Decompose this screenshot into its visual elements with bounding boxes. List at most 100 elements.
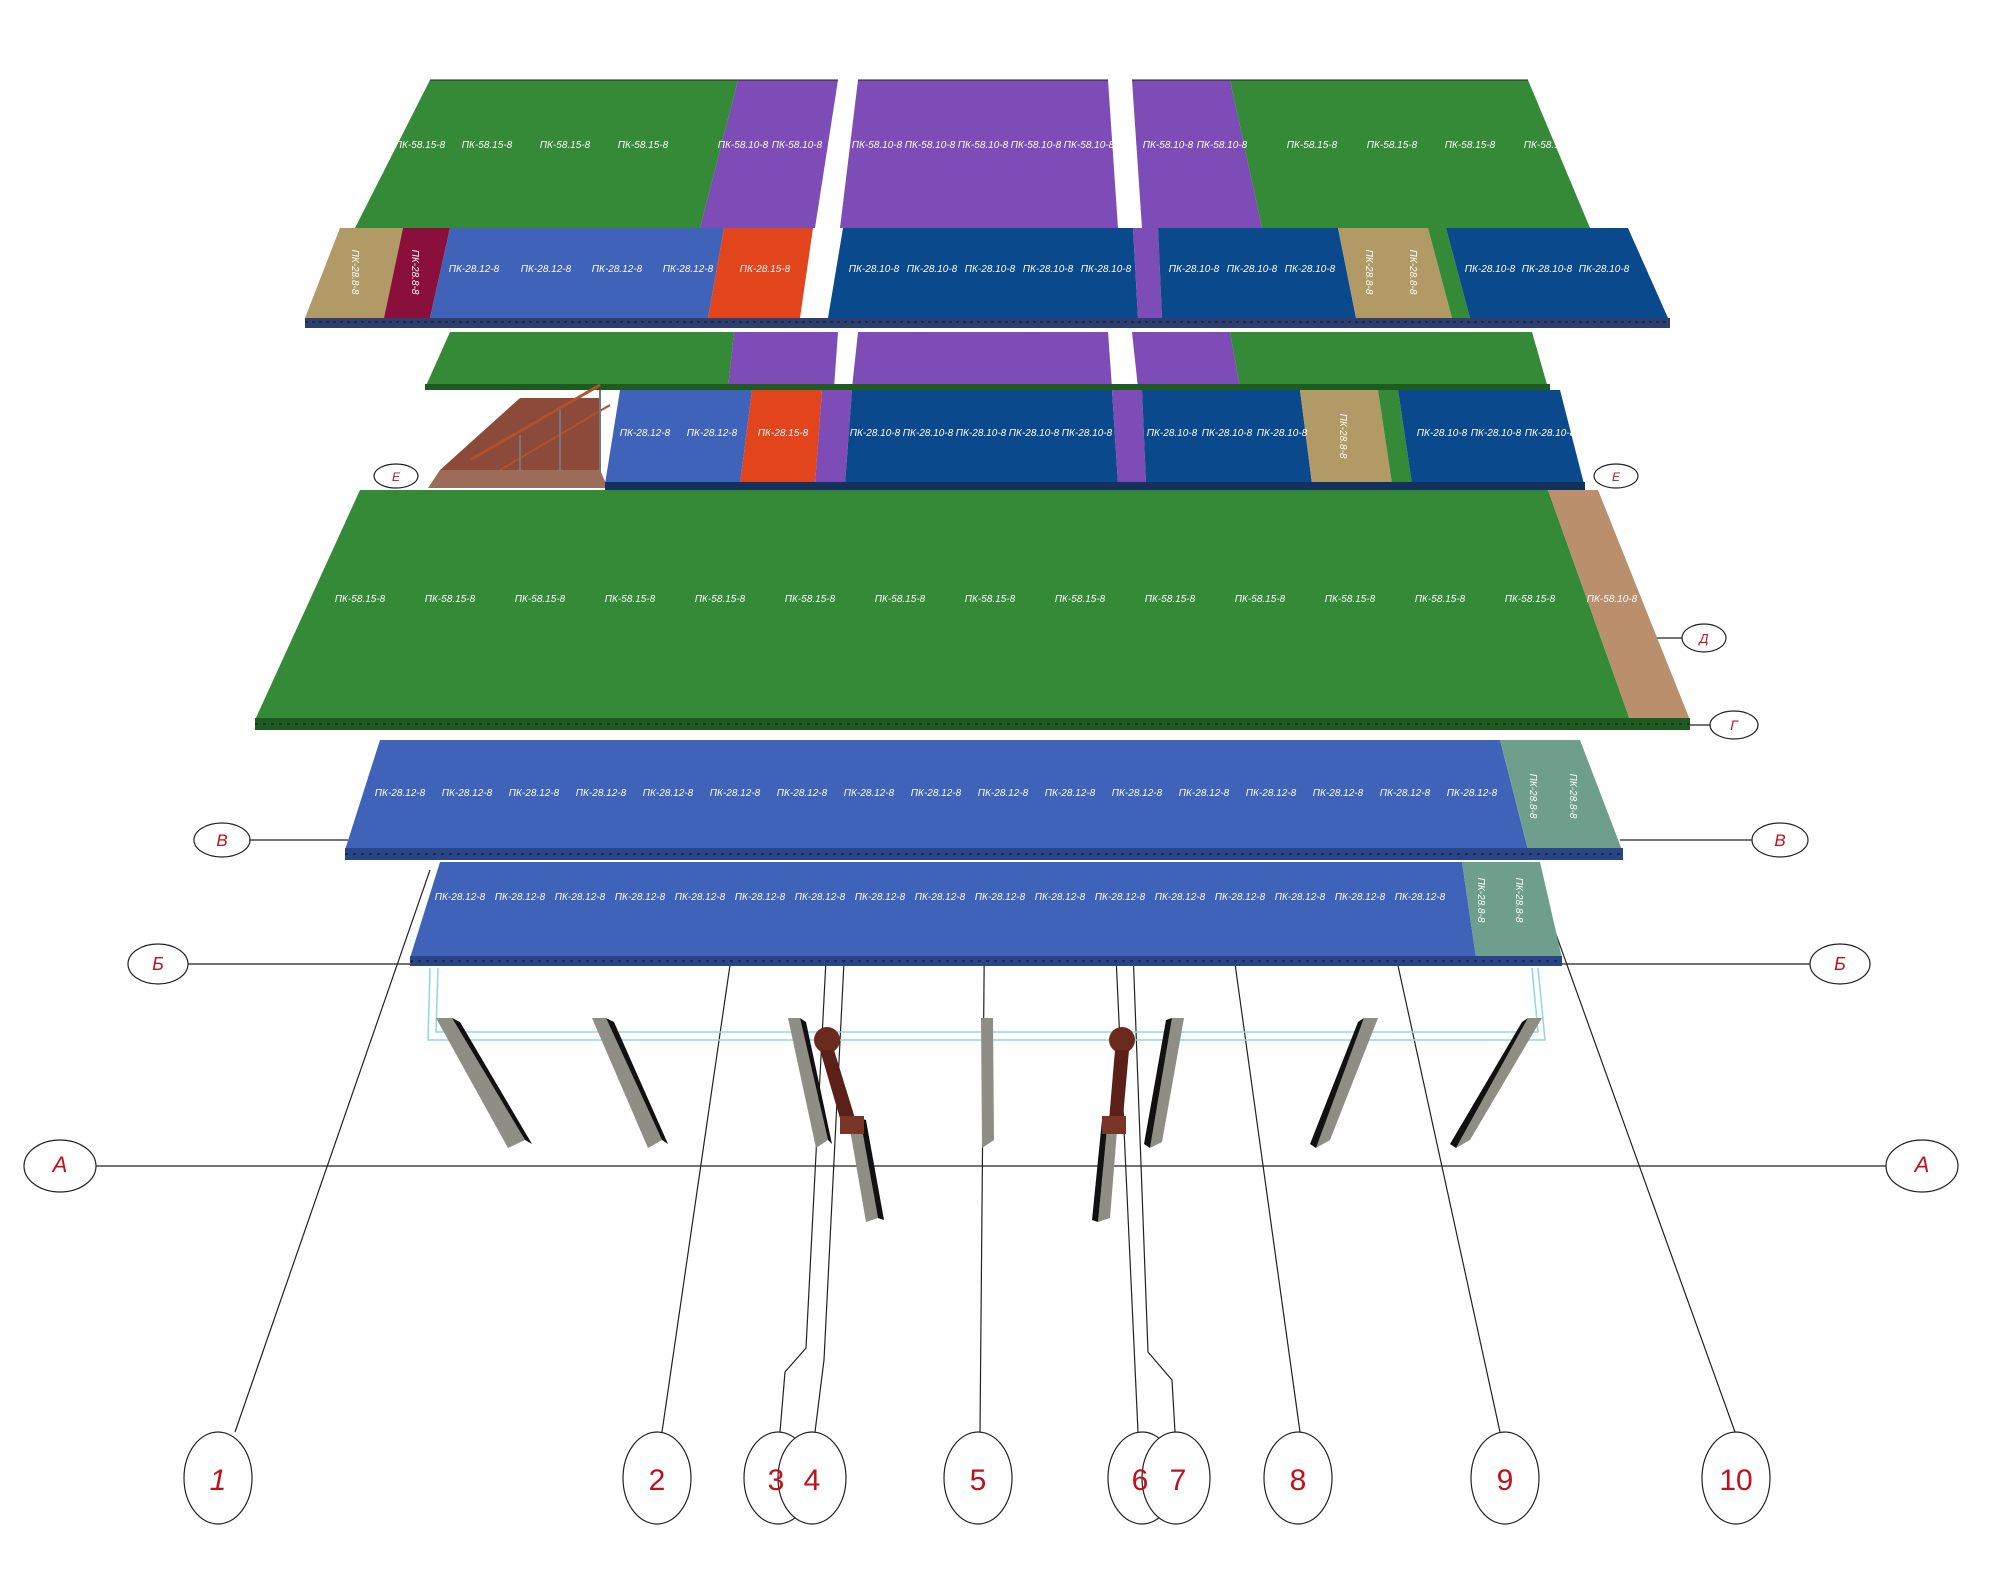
slab-label: ПК-28.10-8 bbox=[1023, 264, 1074, 275]
slab-label: ПК-28.12-8 bbox=[495, 892, 546, 903]
column-axis-labels: 1 2 3 4 5 6 7 8 9 10 bbox=[210, 1464, 1753, 1497]
slab-label: ПК-28.12-8 bbox=[735, 892, 786, 903]
axis-bubble-d-right bbox=[1681, 623, 1727, 653]
slab-label: ПК-28.10-8 bbox=[1285, 264, 1336, 275]
slab-region-purple-c bbox=[1132, 332, 1240, 388]
axis-label-g-right: Г bbox=[1730, 717, 1739, 733]
slab-label: ПК-28.12-8 bbox=[915, 892, 966, 903]
slab-label: ПК-28.12-8 bbox=[643, 788, 694, 799]
column-shadow bbox=[1450, 1018, 1528, 1148]
slab-label: ПК-58.15-8 bbox=[395, 140, 446, 151]
slab-label: ПК-58.15-8 bbox=[462, 140, 513, 151]
slab-region-darkblue-a bbox=[828, 228, 1138, 318]
slab-label: ПК-58.15-8 bbox=[1415, 594, 1466, 605]
axis-label-8: 8 bbox=[1290, 1464, 1307, 1497]
brick-post bbox=[820, 1050, 858, 1132]
column bbox=[1098, 1118, 1118, 1222]
column bbox=[1456, 1018, 1542, 1148]
slab-label: ПК-58.15-8 bbox=[965, 594, 1016, 605]
column bbox=[1150, 1018, 1184, 1148]
slab-label: ПК-28.12-8 bbox=[576, 788, 627, 799]
axis-label-1: 1 bbox=[210, 1464, 227, 1497]
slab-label: ПК-28.10-8 bbox=[1147, 428, 1198, 439]
row-axis-lines bbox=[96, 637, 1904, 1167]
slab-label: ПК-28.12-8 bbox=[615, 892, 666, 903]
brick-post-cap bbox=[1109, 1027, 1135, 1053]
slab-label: ПК-28.12-8 bbox=[1246, 788, 1297, 799]
slab-label: ПК-58.15-8 bbox=[1367, 140, 1418, 151]
slab-label: ПК-58.10-8 bbox=[1064, 140, 1115, 151]
slab-region-purple-strip bbox=[1133, 228, 1162, 318]
slab-label: ПК-58.15-8 bbox=[785, 594, 836, 605]
slab-label: ПК-28.10-8 bbox=[1465, 264, 1516, 275]
slab-label: ПК-28.10-8 bbox=[903, 428, 954, 439]
axis-bubble-a-left bbox=[23, 1139, 97, 1193]
column-shadow bbox=[1310, 1018, 1364, 1148]
slab-label: ПК-28.12-8 bbox=[442, 788, 493, 799]
slab-label: ПК-28.8-8 bbox=[1567, 774, 1578, 819]
slab-label: ПК-58.10-8 bbox=[905, 140, 956, 151]
slab-label: ПК-58.10-8 bbox=[1197, 140, 1248, 151]
slab-label: ПК-28.12-8 bbox=[1112, 788, 1163, 799]
slab-label: ПК-58.10-8 bbox=[1143, 140, 1194, 151]
axis-label-v-left: В bbox=[216, 831, 227, 850]
axis-bubble-10 bbox=[1701, 1431, 1771, 1525]
column bbox=[848, 1118, 878, 1222]
slab-label: ПК-28.12-8 bbox=[975, 892, 1026, 903]
slab-label: ПК-28.12-8 bbox=[1035, 892, 1086, 903]
slab-label: ПК-28.12-8 bbox=[620, 428, 671, 439]
slab-label: ПК-28.10-8 bbox=[1009, 428, 1060, 439]
slab-label: ПК-28.12-8 bbox=[710, 788, 761, 799]
slab-region-purple-b bbox=[852, 332, 1112, 388]
level-1-row-v: ПК-28.12-8 ПК-28.12-8 ПК-28.12-8 ПК-28.1… bbox=[345, 740, 1623, 860]
axis-bubble-8 bbox=[1263, 1431, 1333, 1525]
slab-label: ПК-58.15-8 bbox=[605, 594, 656, 605]
slab-label: ПК-28.12-8 bbox=[375, 788, 426, 799]
slab-label: ПК-28.10-8 bbox=[850, 428, 901, 439]
axis-bubble-4 bbox=[777, 1431, 847, 1525]
stair bbox=[428, 383, 611, 488]
axis-label-e-right: Е bbox=[1612, 470, 1621, 484]
slab-label: ПК-28.12-8 bbox=[509, 788, 560, 799]
slab-region-orange bbox=[708, 228, 813, 318]
slab-label: ПК-28.10-8 bbox=[1522, 264, 1573, 275]
slab-label: ПК-28.10-8 bbox=[1202, 428, 1253, 439]
column-shadow bbox=[1144, 1018, 1172, 1148]
slab-region-tan bbox=[1300, 390, 1392, 484]
slab-label: ПК-28.10-8 bbox=[1062, 428, 1113, 439]
slab-edge-band bbox=[255, 718, 1690, 730]
slab-label: ПК-58.15-8 bbox=[1505, 594, 1556, 605]
slab-label: ПК-28.12-8 bbox=[1447, 788, 1498, 799]
axis-label-6: 6 bbox=[1132, 1464, 1149, 1497]
axis-bubble-5 bbox=[943, 1431, 1013, 1525]
leader-line-7 bbox=[1129, 869, 1176, 1433]
slab-label: ПК-28.10-8 bbox=[1471, 428, 1522, 439]
slab-label: ПК-58.15-8 bbox=[1235, 594, 1286, 605]
column-shadow bbox=[606, 1018, 668, 1144]
column bbox=[1316, 1018, 1378, 1148]
slab-label: ПК-58.15-8 bbox=[618, 140, 669, 151]
slab-label: ПК-58.15-8 bbox=[1325, 594, 1376, 605]
slab-region-blue bbox=[410, 862, 1476, 958]
slab-region-brown-end bbox=[1548, 490, 1690, 720]
slab-label: ПК-58.15-8 bbox=[540, 140, 591, 151]
axis-bubble-b-left bbox=[127, 943, 189, 985]
slab-label: ПК-58.10-8 bbox=[958, 140, 1009, 151]
slab-label: ПК-28.12-8 bbox=[449, 264, 500, 275]
slab-label: ПК-28.8-8 bbox=[1527, 774, 1538, 819]
slab-label: ПК-28.8-8 bbox=[1363, 250, 1374, 295]
axis-label-9: 9 bbox=[1497, 1464, 1514, 1497]
stair-landing bbox=[428, 470, 608, 488]
slab-region-green-main bbox=[255, 490, 1630, 720]
axis-label-d-right: Д bbox=[1697, 631, 1708, 646]
slab-label: ПК-28.10-8 bbox=[1525, 428, 1576, 439]
slab-region-purple-a bbox=[728, 332, 838, 388]
slab-label: ПК-28.12-8 bbox=[1380, 788, 1431, 799]
axis-label-7: 7 bbox=[1170, 1464, 1187, 1497]
column-axis-bubbles bbox=[183, 1431, 1771, 1525]
axis-bubble-b-right bbox=[1809, 943, 1871, 985]
axis-label-v-right: В bbox=[1774, 831, 1785, 850]
column-shadow bbox=[1092, 1118, 1108, 1222]
